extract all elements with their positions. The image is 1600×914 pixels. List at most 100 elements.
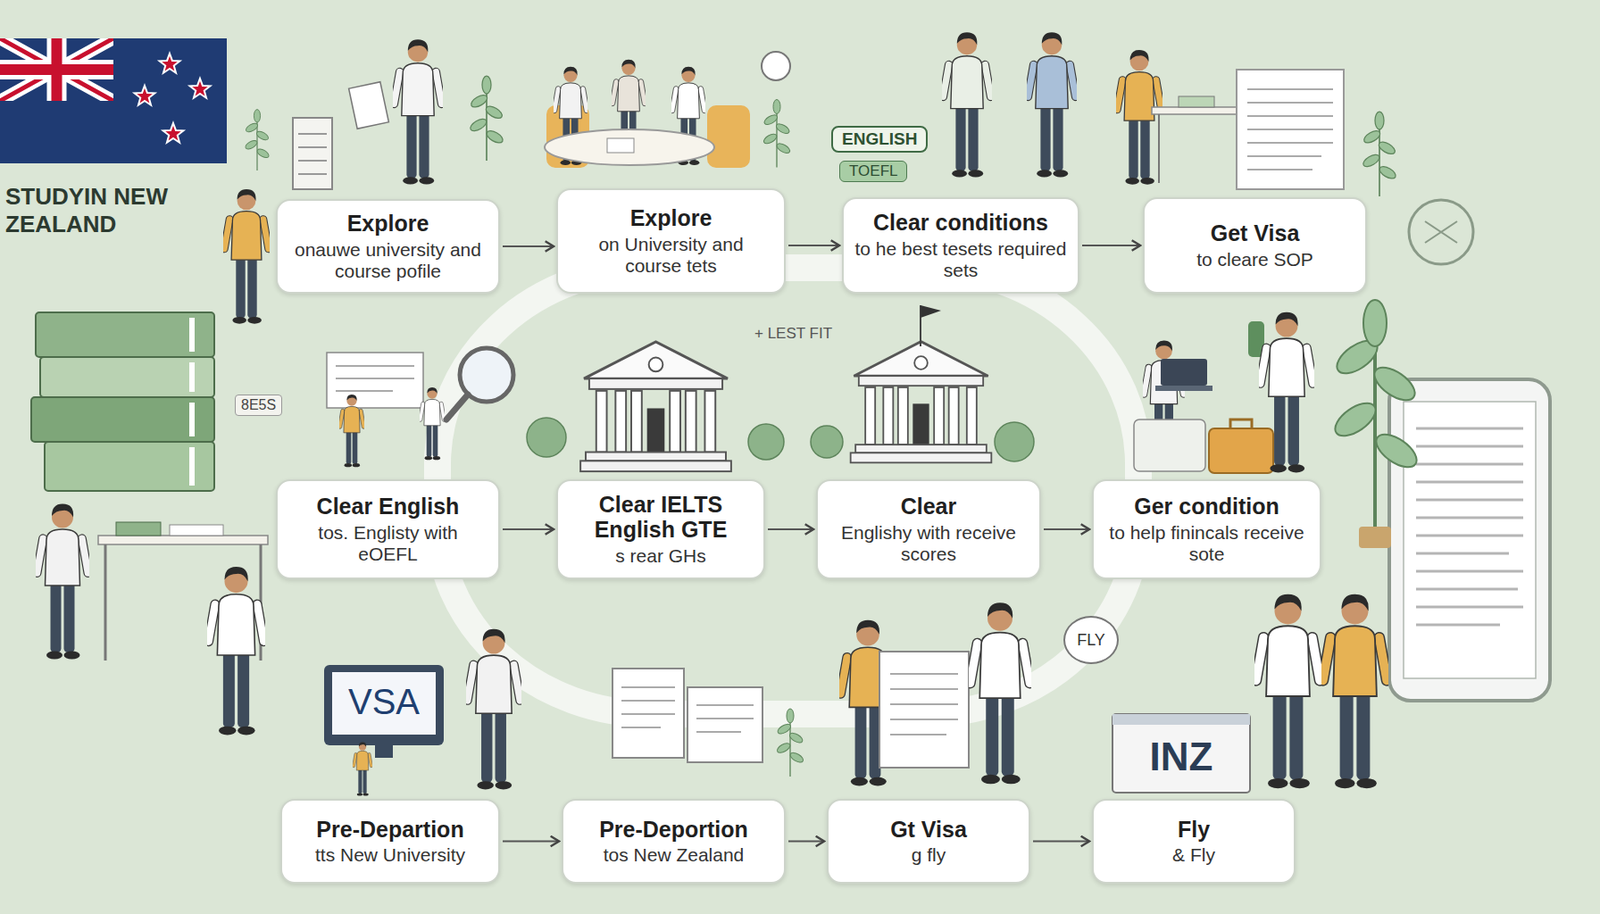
process-box: Gt Visag fly (826, 799, 1031, 884)
box-text: g fly (839, 844, 1018, 867)
top-scene-part (349, 82, 390, 129)
middle-scene-part (1416, 428, 1524, 625)
box-text: to help finincals receive sote (1104, 522, 1309, 566)
middle-scene-part (850, 341, 992, 464)
bottom-scene-part (687, 687, 763, 763)
process-loop (437, 267, 1139, 715)
box-heading: Get Visa (1155, 220, 1355, 247)
flow-arrow (1082, 244, 1141, 247)
bottom-scene-part (696, 705, 754, 733)
middle-scene-part (920, 305, 942, 318)
box-text: tts New University (292, 844, 488, 867)
box-heading: Pre-Deportion (574, 816, 774, 843)
top-scene-part (1178, 96, 1215, 108)
bottom-scene-part (1250, 594, 1325, 790)
box-heading: Ger condition (1104, 493, 1309, 520)
process-box: Clear Englishtos. Englisty with eOEFL (275, 479, 500, 580)
middle-scene-part (810, 425, 843, 459)
process-box: Exploreon University and course tets (556, 188, 786, 294)
process-box: Clear IELTS English GTEs rear GHs (556, 479, 766, 580)
box-text: onauwe university and course pofile (288, 239, 488, 283)
top-scene-part (1236, 69, 1344, 190)
flow-arrow (1043, 528, 1090, 531)
middle-scene-part (1133, 419, 1206, 472)
bottom-scene-part (332, 672, 436, 735)
flow-arrow (788, 244, 840, 247)
nz-flag-part-part (0, 38, 114, 101)
middle-scene-part (1389, 379, 1550, 701)
middle-scene-part (748, 424, 784, 460)
nz-flag-part-part (0, 38, 114, 101)
sign-label: INZ (1121, 735, 1242, 779)
top-scene-part (938, 32, 995, 177)
bottom-scene-part (32, 504, 93, 660)
box-text: to cleare SOP (1155, 249, 1355, 271)
middle-scene-part (220, 189, 274, 325)
box-text: s rear GHs (568, 545, 753, 567)
bottom-scene-part (98, 535, 268, 545)
box-heading: Explore (288, 210, 488, 237)
process-box: Fly& Fly (1091, 799, 1296, 884)
box-heading: Clear IELTS English GTE (568, 491, 753, 544)
top-scene-part (1113, 50, 1167, 185)
tag-label: ENGLISH (831, 125, 928, 153)
bottom-scene-part (375, 745, 393, 759)
process-box: Exploreonauwe university and course pofi… (275, 199, 500, 294)
tag-label: TOEFL (839, 160, 908, 183)
middle-scene-part (1403, 401, 1536, 679)
box-heading: Pre-Departion (292, 816, 488, 843)
bottom-scene-part (879, 651, 969, 768)
top-scene-part (1361, 111, 1399, 197)
bottom-scene-part (965, 602, 1036, 784)
middle-scene-part (40, 357, 215, 398)
bottom-scene-part (612, 668, 684, 759)
nz-flag-part (0, 38, 114, 101)
middle-scene-part (526, 417, 567, 458)
nz-flag-part-part (0, 38, 114, 101)
nz-flag-part (190, 78, 211, 99)
process-box: Clear conditionsto he best tesets requir… (841, 197, 1080, 294)
top-scene-part (544, 129, 715, 166)
middle-scene-part (994, 422, 1034, 462)
note-label: + LEST FIT (754, 325, 833, 343)
flow-arrow (502, 245, 554, 248)
nz-flag-part (159, 53, 181, 74)
box-text: Englishy with receive scores (828, 522, 1029, 566)
nz-flag-part (163, 123, 184, 143)
bottom-scene-part (621, 687, 675, 728)
top-scene-part (1408, 200, 1474, 265)
middle-scene-part (1368, 360, 1421, 407)
middle-scene-part (1255, 312, 1318, 474)
middle-scene-part (580, 341, 732, 472)
box-text: on University and course tets (568, 233, 774, 277)
top-scene-part (1023, 32, 1080, 177)
bottom-scene-part (1316, 594, 1392, 790)
box-text: tos New Zealand (574, 844, 774, 867)
top-scene-part (243, 109, 270, 171)
top-scene-part (1247, 89, 1334, 170)
middle-scene-part (1363, 300, 1387, 347)
process-box: Get Visato cleare SOP (1142, 197, 1367, 294)
top-scene-part (1151, 107, 1250, 115)
box-heading: Clear English (288, 493, 488, 520)
bottom-scene-part (203, 566, 269, 736)
middle-scene-part (31, 397, 215, 442)
flow-arrow (502, 528, 554, 531)
middle-scene-part (446, 394, 468, 420)
box-text: tos. Englisty with eOEFL (288, 522, 488, 566)
bottom-scene-part (890, 674, 959, 735)
flow-arrow (767, 528, 814, 531)
flow-arrow (502, 841, 559, 843)
screen-label: VSA (332, 680, 436, 724)
middle-scene-part (337, 394, 367, 467)
nz-flag-part (134, 85, 156, 106)
box-heading: Gt Visa (839, 816, 1018, 843)
top-scene-part (389, 39, 446, 184)
nz-flag (0, 38, 227, 164)
process-box: Pre-Departiontts New University (280, 799, 500, 884)
middle-scene-part (326, 352, 424, 409)
circle-label: FLY (1063, 616, 1119, 665)
middle-scene-part (417, 387, 447, 460)
